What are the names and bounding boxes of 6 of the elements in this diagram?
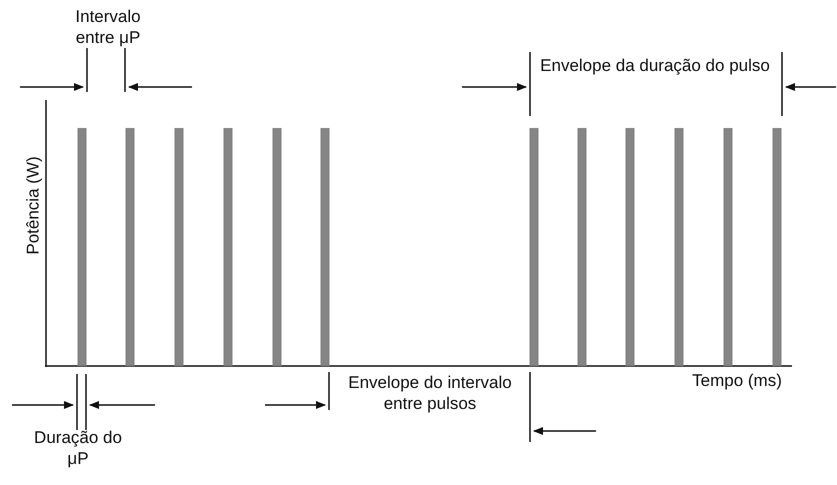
dimension-label: Intervalo entre μP: [74, 6, 142, 48]
dimension-label: Envelope da duração do pulso: [539, 55, 771, 76]
dimension-label: Duração do μP: [33, 427, 123, 469]
axis-label: Tempo (ms): [691, 370, 783, 391]
axis-label: Potência (W): [22, 155, 44, 257]
dimension-label: Envelope do intervalo entre pulsos: [347, 372, 513, 414]
